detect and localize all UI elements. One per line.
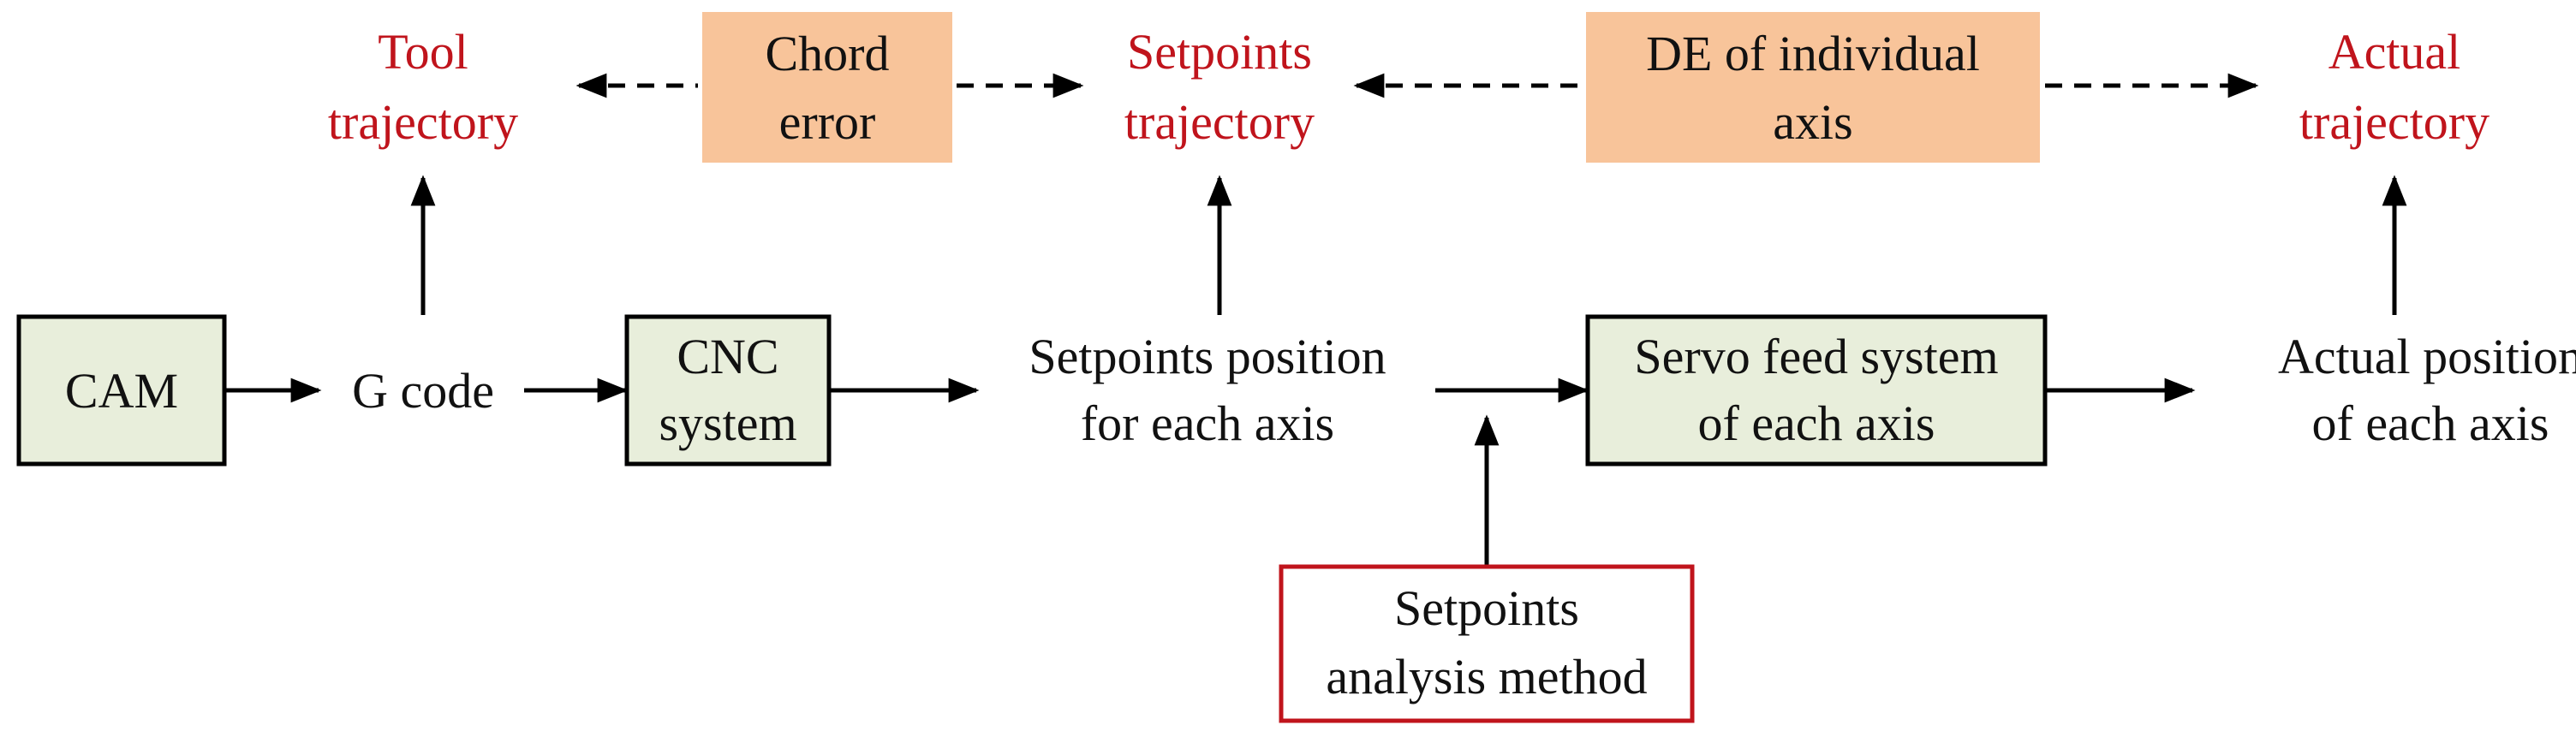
chord-error-box: Chord error [702,12,952,163]
setpoints-position-label: Setpoints position for each axis [1029,329,1386,451]
actual-position-label: Actual position of each axis [2278,329,2576,451]
de-individual-axis-line-2: axis [1773,94,1852,150]
setpoints-trajectory-line-2: trajectory [1124,94,1315,150]
de-individual-axis-line-1: DE of individual [1646,26,1980,81]
cnc-system-line-2: system [659,395,796,451]
chord-error-line-2: error [779,94,876,150]
cam-label: CAM [65,363,178,419]
servo-feed-system-box: Servo feed system of each axis [1585,314,2048,467]
chord-error-line-1: Chord [766,26,890,81]
cnc-system-box: CNC system [624,314,832,467]
setpoints-position-line-1: Setpoints position [1029,329,1386,384]
actual-trajectory-line-1: Actual [2329,24,2461,80]
setpoints-trajectory-label: Setpoints trajectory [1124,24,1315,150]
cam-box: CAM [16,314,227,467]
cam-rect [16,314,227,467]
tool-trajectory-line-2: trajectory [328,94,518,150]
setpoints-analysis-box: Setpoints analysis method [1279,564,1695,723]
g-code-label: G code [352,363,494,419]
setpoints-analysis-line-2: analysis method [1326,649,1647,704]
actual-trajectory-line-2: trajectory [2299,94,2490,150]
setpoints-position-line-2: for each axis [1081,395,1334,451]
actual-trajectory-label: Actual trajectory [2299,24,2490,150]
servo-feed-line-1: Servo feed system [1634,329,1998,384]
cnc-system-line-1: CNC [677,329,778,384]
actual-position-line-1: Actual position [2278,329,2576,384]
servo-feed-system-rect [1585,314,2048,467]
chord-error-rect [702,12,952,163]
servo-feed-line-2: of each axis [1698,395,1935,451]
setpoints-analysis-rect [1279,564,1695,723]
setpoints-analysis-line-1: Setpoints [1394,580,1579,636]
actual-position-line-2: of each axis [2312,395,2549,451]
de-individual-axis-box: DE of individual axis [1586,12,2040,163]
tool-trajectory-label: Tool trajectory [328,24,518,150]
de-individual-axis-rect [1586,12,2040,163]
setpoints-trajectory-line-1: Setpoints [1127,24,1312,80]
cnc-system-rect [624,314,832,467]
tool-trajectory-line-1: Tool [378,24,468,80]
